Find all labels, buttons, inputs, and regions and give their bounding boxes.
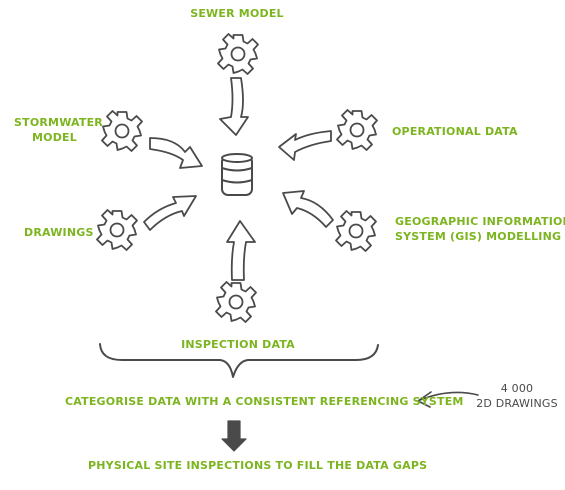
gear-icon — [217, 33, 259, 75]
stormwater-model-line: STORMWATER — [14, 116, 103, 129]
gis-modelling-line: GEOGRAPHIC INFORMATION — [395, 215, 565, 228]
curved-arrow-icon — [278, 130, 332, 161]
gis-modelling-line: SYSTEM (GIS) MODELLING — [395, 230, 562, 243]
gear-icon — [96, 209, 138, 251]
categorise-data-label: CATEGORISE DATA WITH A CONSISTENT REFERE… — [65, 395, 464, 408]
curved-arrow-icon — [219, 77, 249, 136]
down-arrow-icon — [221, 420, 247, 452]
gear-icon — [215, 281, 257, 323]
gear-icon — [101, 110, 143, 152]
gis-modelling-label: GEOGRAPHIC INFORMATION SYSTEM (GIS) MODE… — [395, 214, 565, 244]
inspection-data-label: INSPECTION DATA — [181, 338, 295, 351]
grouping-brace — [99, 343, 379, 378]
curved-arrow-icon — [143, 195, 197, 231]
gear-icon — [335, 210, 377, 252]
database-icon — [221, 153, 253, 196]
stormwater-model-line: MODEL — [32, 131, 77, 144]
drawings-label: DRAWINGS — [24, 226, 94, 239]
curved-arrow-icon — [226, 220, 256, 281]
gear-icon — [336, 109, 378, 151]
curved-arrow-icon — [282, 190, 334, 228]
drawings-count-caption: 2D DRAWINGS — [476, 397, 558, 410]
curved-arrow-icon — [149, 137, 203, 169]
thin-arrow-icon — [417, 391, 479, 408]
drawings-count-label: 4 000 2D DRAWINGS — [474, 381, 560, 411]
drawings-count-number: 4 000 — [500, 382, 534, 395]
site-inspections-label: PHYSICAL SITE INSPECTIONS TO FILL THE DA… — [88, 459, 428, 472]
sewer-model-label: SEWER MODEL — [190, 7, 284, 20]
stormwater-model-label: STORMWATER MODEL — [14, 115, 103, 145]
operational-data-label: OPERATIONAL DATA — [392, 125, 518, 138]
